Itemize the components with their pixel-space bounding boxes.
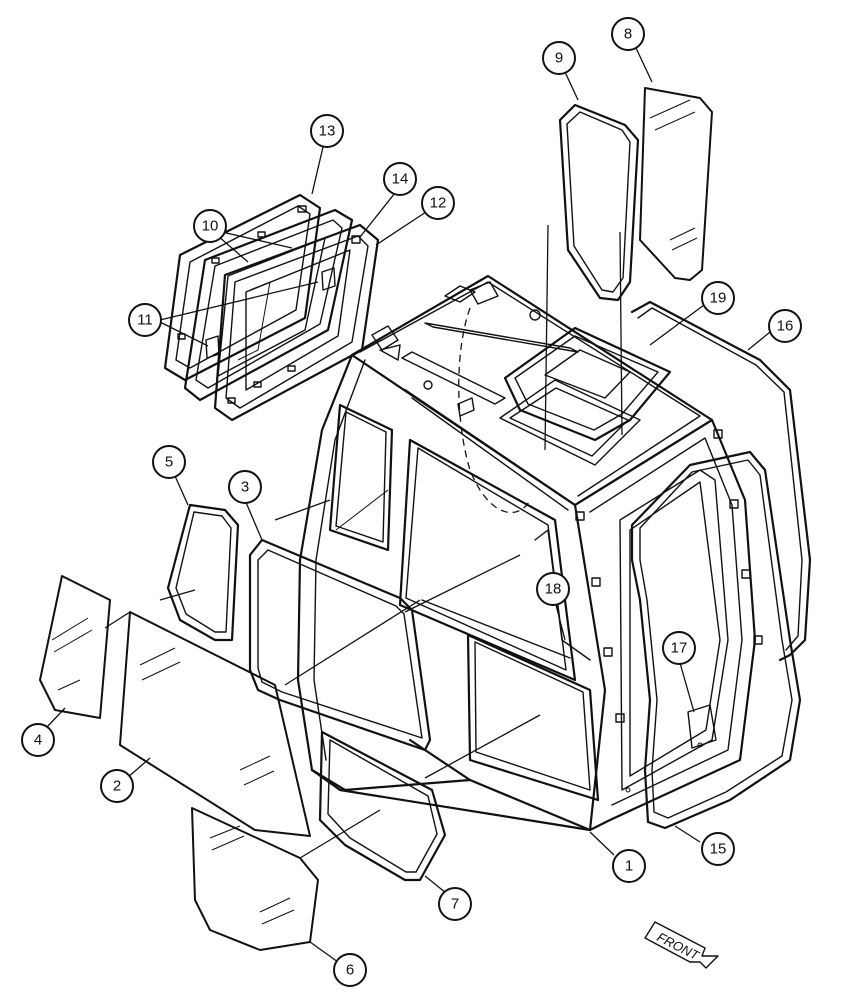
rear-window-glass — [639, 87, 713, 281]
callout-19-label: 19 — [710, 290, 727, 307]
callout-18-label: 18 — [545, 581, 562, 598]
explode-lines — [104, 224, 623, 859]
callout-4: 4 — [21, 707, 66, 757]
callout-5: 5 — [152, 445, 189, 506]
callout-8: 8 — [611, 17, 653, 83]
door-seal-upper — [630, 300, 812, 662]
rear-window-seal — [558, 103, 640, 302]
lower-front-seal — [318, 730, 447, 882]
callout-18: 18 — [536, 572, 570, 641]
callout-12-label: 12 — [430, 195, 447, 212]
callout-7-label: 7 — [451, 896, 459, 913]
callout-1: 1 — [589, 831, 646, 883]
callout-15: 15 — [674, 825, 735, 866]
left-rear-glass — [39, 575, 111, 719]
callout-11: 11 — [128, 281, 319, 347]
left-side-glass — [119, 611, 311, 837]
callout-7: 7 — [424, 875, 472, 921]
lower-front-glass — [191, 807, 319, 951]
left-rear-seal — [166, 503, 240, 642]
callout-19: 19 — [649, 281, 735, 346]
callout-15-label: 15 — [710, 841, 727, 858]
callout-17-label: 17 — [671, 640, 688, 657]
callout-16: 16 — [747, 309, 802, 351]
callout-17: 17 — [662, 631, 696, 713]
callout-11-label: 11 — [137, 312, 153, 329]
callout-10-label: 10 — [202, 218, 219, 235]
callout-14: 14 — [359, 162, 417, 238]
roof-window-assembly — [163, 193, 380, 422]
callout-10: 10 — [193, 209, 293, 263]
callout-2-label: 2 — [113, 778, 121, 795]
callout-3-label: 3 — [241, 479, 249, 496]
front-direction-arrow: FRONT — [644, 921, 719, 969]
callout-12: 12 — [375, 186, 455, 246]
callout-4-label: 4 — [34, 732, 42, 749]
cab-frame — [296, 274, 763, 832]
callout-9: 9 — [542, 41, 579, 101]
callout-2: 2 — [100, 757, 151, 803]
callout-16-label: 16 — [777, 318, 794, 335]
callout-6: 6 — [309, 941, 367, 987]
callout-3: 3 — [228, 470, 263, 541]
callout-5-label: 5 — [165, 454, 173, 471]
callout-9-label: 9 — [555, 50, 563, 67]
callout-13-label: 13 — [319, 123, 336, 140]
callout-8-label: 8 — [624, 26, 632, 43]
callout-6-label: 6 — [346, 962, 354, 979]
callout-1-label: 1 — [625, 858, 633, 875]
left-side-seal — [248, 538, 432, 752]
callout-13: 13 — [310, 114, 344, 195]
door-weatherstrip — [630, 450, 802, 830]
callout-14-label: 14 — [392, 171, 409, 188]
